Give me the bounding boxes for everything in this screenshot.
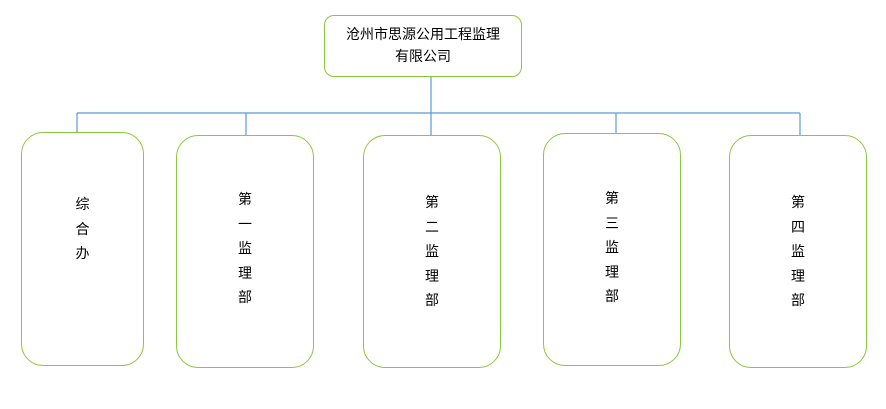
root-name-line2: 有限公司: [395, 49, 451, 65]
dept-node-first-supervision: 第一监理部: [176, 135, 314, 368]
dept-node-fourth-supervision: 第四监理部: [729, 135, 867, 368]
dept-node-second-supervision: 第二监理部: [363, 135, 501, 368]
dept-label: 综合办: [75, 197, 90, 262]
dept-label: 第二监理部: [425, 195, 439, 309]
dept-label: 第四监理部: [791, 195, 805, 309]
root-name-line1: 沧州市思源公用工程监理: [346, 27, 500, 43]
dept-label: 第一监理部: [238, 192, 252, 306]
dept-node-third-supervision: 第三监理部: [543, 133, 681, 366]
root-node: 沧州市思源公用工程监理 有限公司: [324, 15, 522, 77]
dept-node-general-office: 综合办: [21, 132, 144, 366]
dept-label: 第三监理部: [605, 191, 619, 305]
